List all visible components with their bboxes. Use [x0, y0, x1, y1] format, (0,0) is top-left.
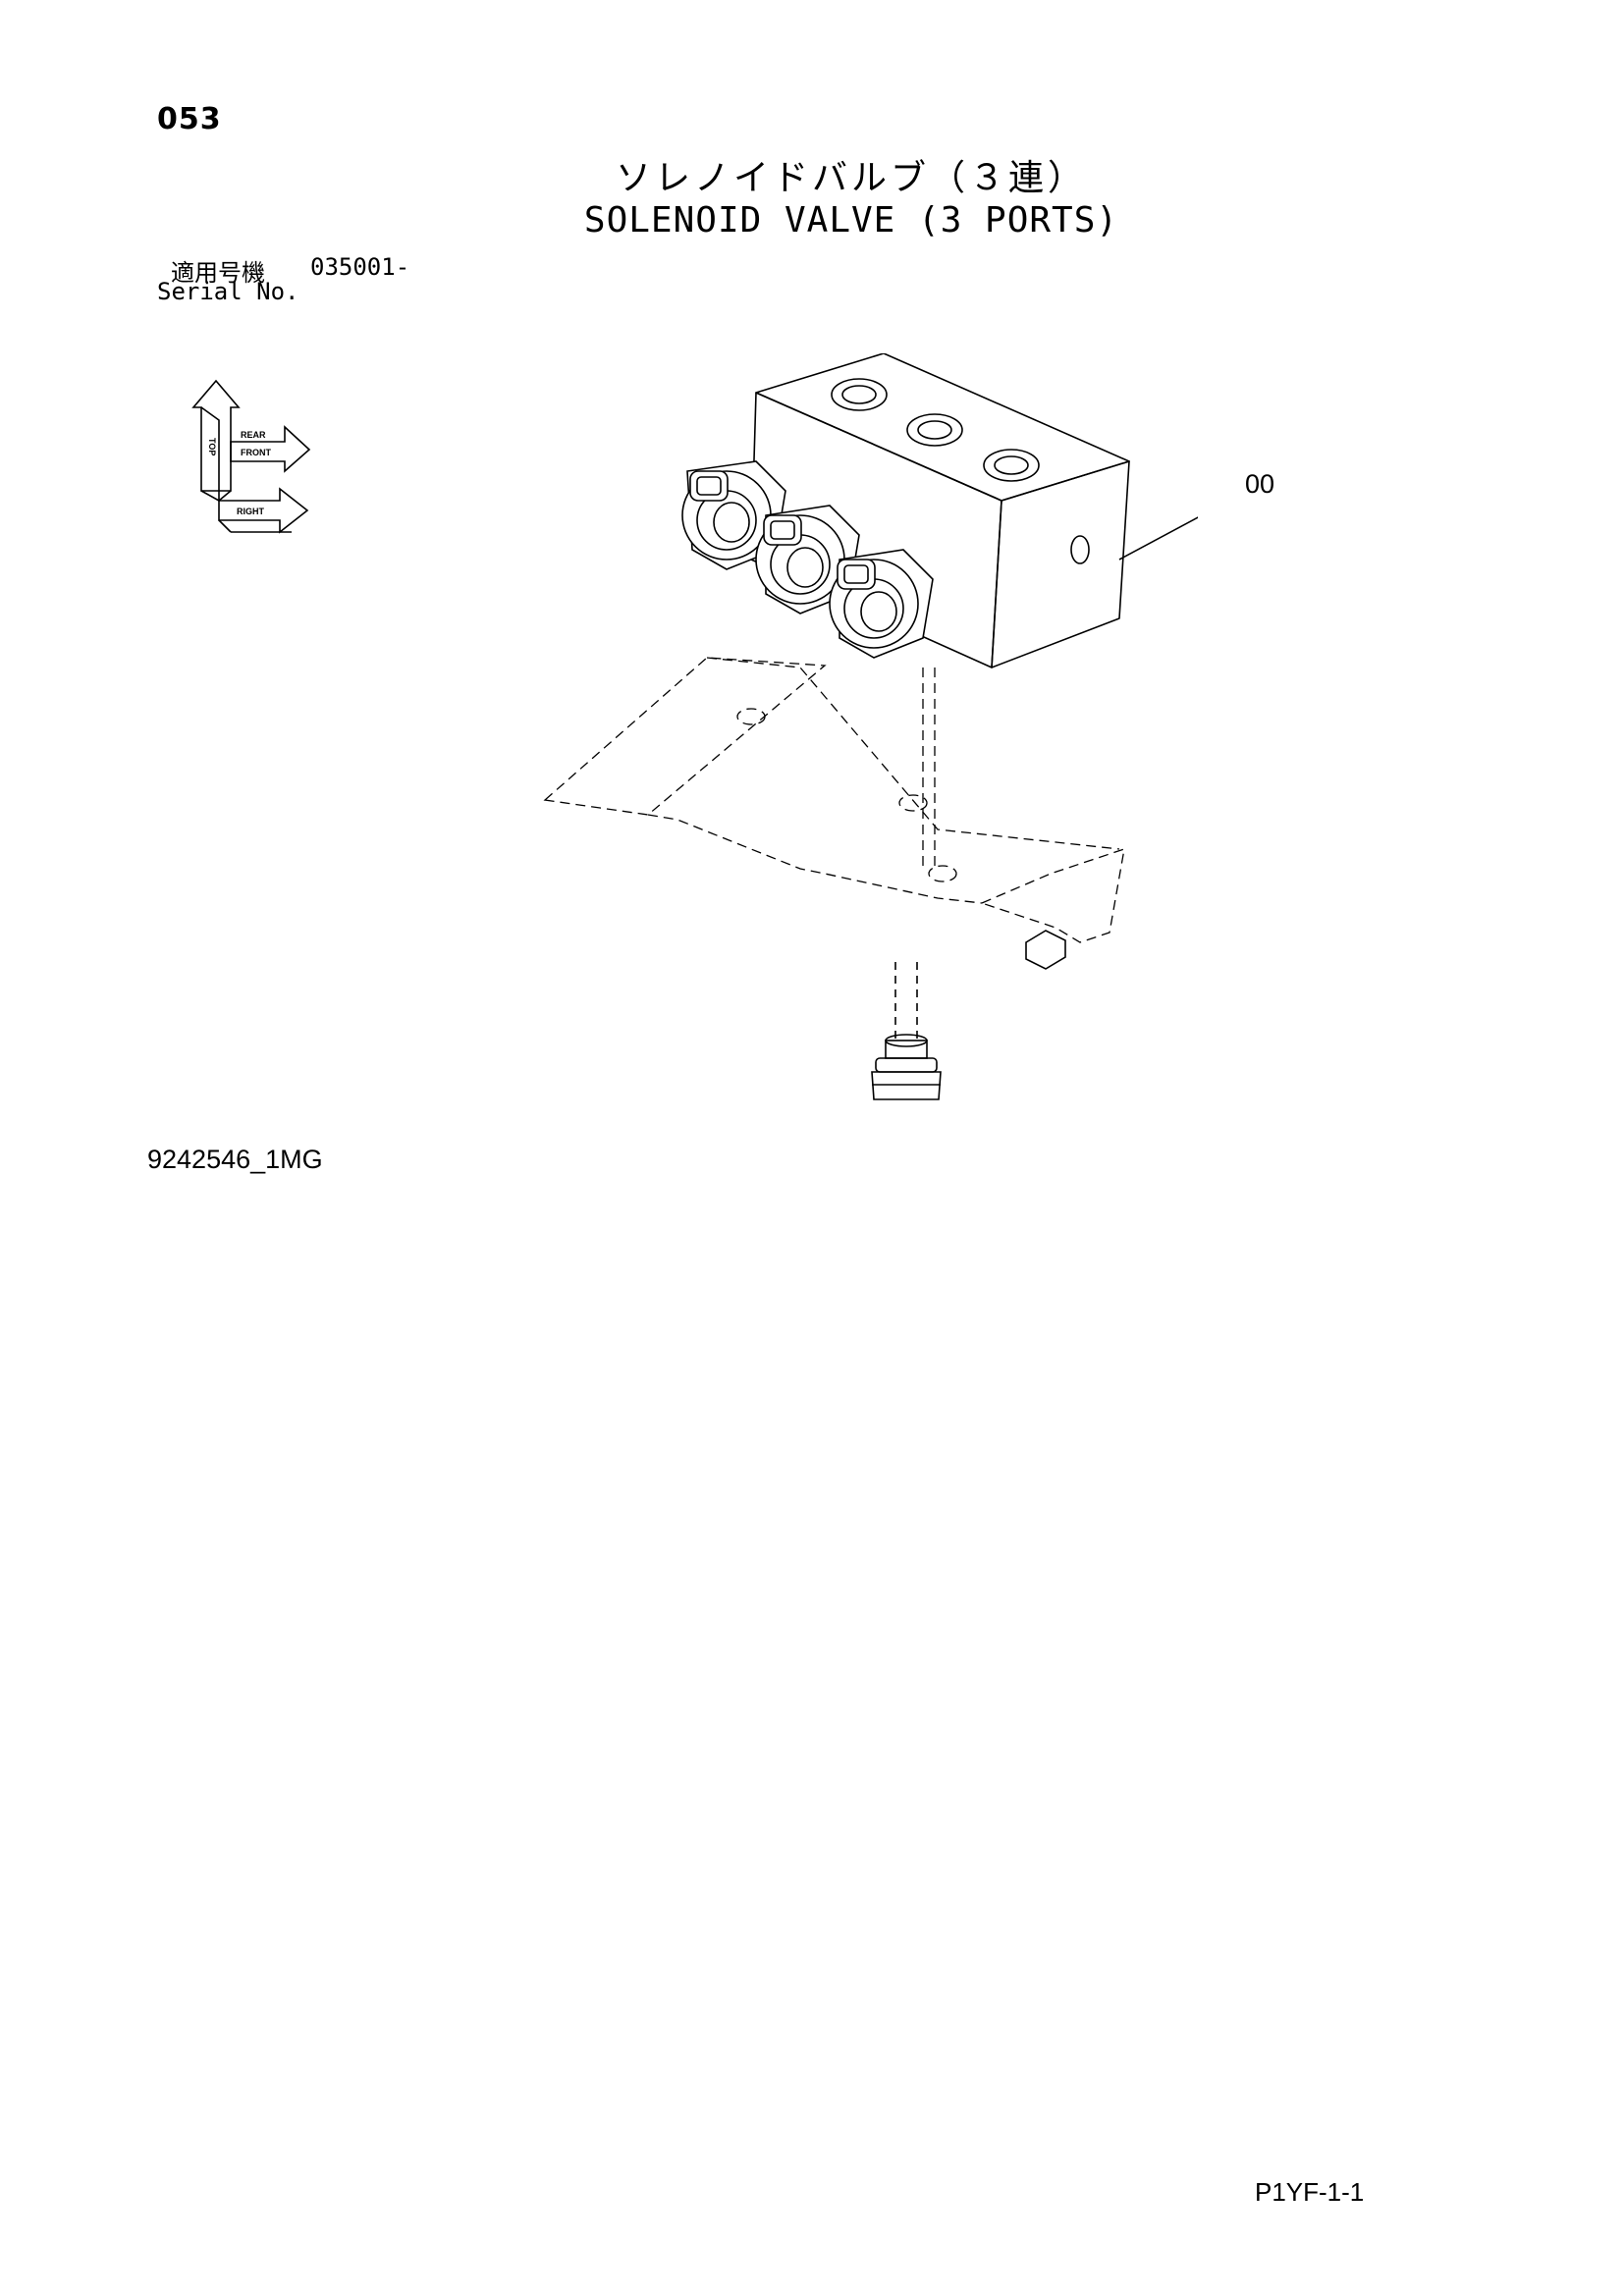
orientation-indicator-icon: TOP REAR FRONT RIGHT	[191, 379, 311, 534]
solenoid-coil-1	[681, 460, 786, 570]
serial-label-english: Serial No.	[157, 278, 299, 305]
orientation-right-label: RIGHT	[237, 507, 265, 516]
orientation-front-label: FRONT	[241, 448, 271, 457]
orientation-top-label: TOP	[207, 438, 217, 455]
serial-value: 035001-	[310, 253, 410, 281]
part-callout-label: 00	[1245, 469, 1275, 499]
solenoid-valve-drawing	[543, 353, 1198, 1100]
title-english: SOLENOID VALVE (3 PORTS)	[583, 200, 1119, 240]
page-number: 053	[157, 102, 222, 136]
serial-label-japanese: 適用号機	[171, 259, 265, 287]
drawing-number: 9242546_1MG	[147, 1145, 323, 1174]
title-japanese: ソレノイドバルブ（３連）	[615, 158, 1087, 198]
sheet-code: P1YF-1-1	[1255, 2177, 1365, 2207]
solenoid-coil-3	[829, 549, 934, 659]
orientation-rear-label: REAR	[241, 430, 266, 440]
